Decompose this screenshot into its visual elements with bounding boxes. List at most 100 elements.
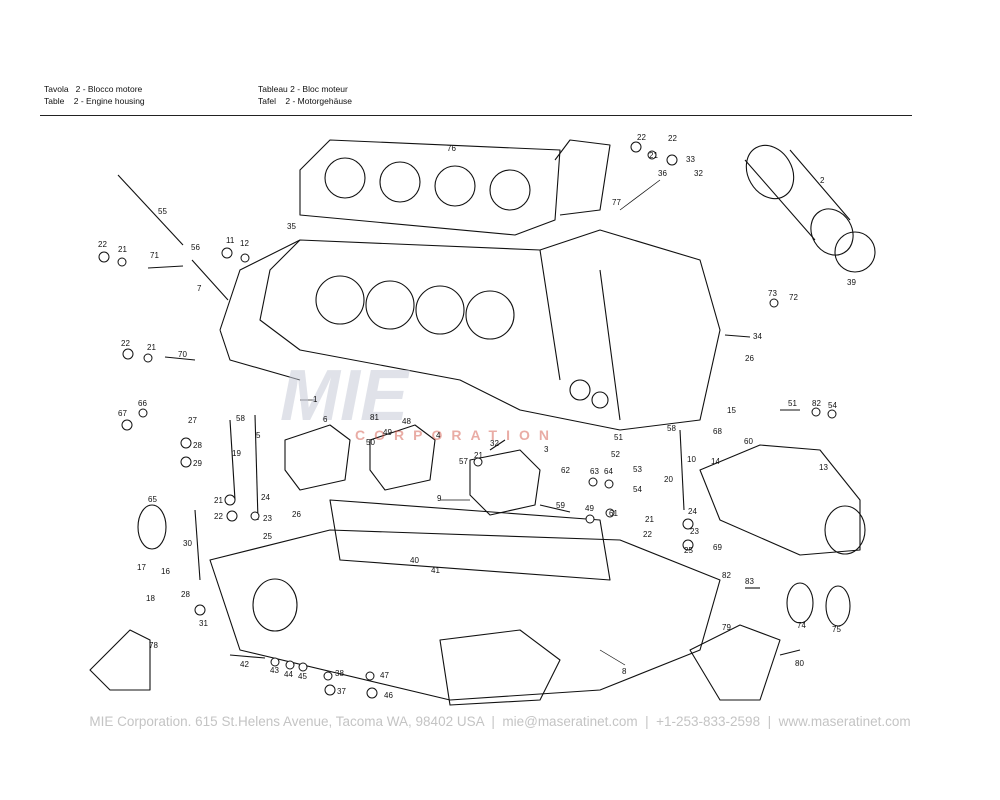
part-callout: 37 [337, 687, 346, 696]
part-callout: 49 [383, 428, 392, 437]
part-callout: 61 [609, 509, 618, 518]
header-title-italian: Tavola 2 - Blocco motore [44, 84, 143, 94]
part-callout: 16 [161, 567, 170, 576]
part-callout: 65 [148, 495, 157, 504]
part-callout: 64 [604, 467, 613, 476]
part-callout: 66 [138, 399, 147, 408]
part-callout: 26 [292, 510, 301, 519]
cylinder-liner [744, 144, 876, 273]
part-callout: 13 [819, 463, 828, 472]
part-callout: 19 [232, 449, 241, 458]
part-callout: 62 [561, 466, 570, 475]
part-callout: 21 [474, 451, 483, 460]
part-callout: 83 [745, 577, 754, 586]
part-callout: 23 [263, 514, 272, 523]
part-callout: 77 [612, 198, 621, 207]
part-callout: 6 [323, 415, 328, 424]
part-callout: 43 [270, 666, 279, 675]
bracket-78 [89, 629, 151, 691]
part-callout: 47 [380, 671, 389, 680]
timing-cover [699, 444, 866, 556]
studs-and-bolts [117, 174, 801, 659]
part-callout: 12 [240, 239, 249, 248]
part-callout: 14 [711, 457, 720, 466]
part-callout: 21 [645, 515, 654, 524]
part-callout: 55 [158, 207, 167, 216]
part-callout: 22 [214, 512, 223, 521]
part-callout: 70 [178, 350, 187, 359]
part-callout: 63 [590, 467, 599, 476]
part-callout: 74 [797, 621, 806, 630]
part-callout: 22 [637, 133, 646, 142]
part-callout: 4 [436, 431, 441, 440]
part-callout: 2 [820, 176, 825, 185]
part-callout: 51 [614, 433, 623, 442]
part-callout: 22 [98, 240, 107, 249]
part-callout: 27 [188, 416, 197, 425]
part-callout: 56 [191, 243, 200, 252]
watermark-logo: MIE [280, 356, 410, 436]
part-callout: 58 [236, 414, 245, 423]
part-callout: 40 [410, 556, 419, 565]
part-callout: 32 [694, 169, 703, 178]
part-callout: 54 [633, 485, 642, 494]
bearing-caps [284, 424, 541, 516]
part-callout: 20 [664, 475, 673, 484]
part-callout: 48 [402, 417, 411, 426]
part-callout: 78 [149, 641, 158, 650]
part-callout: 3 [544, 445, 549, 454]
part-callout: 71 [150, 251, 159, 260]
part-callout: 82 [812, 399, 821, 408]
part-callout: 69 [713, 543, 722, 552]
seal-65 [137, 504, 167, 550]
part-callout: 53 [633, 465, 642, 474]
part-callout: 21 [214, 496, 223, 505]
part-callout: 46 [384, 691, 393, 700]
part-callout: 23 [690, 527, 699, 536]
part-callout: 68 [713, 427, 722, 436]
part-callout: 24 [688, 507, 697, 516]
part-callout: 15 [727, 406, 736, 415]
part-callout: 30 [183, 539, 192, 548]
part-callout: 5 [256, 431, 261, 440]
header-rule [40, 115, 912, 116]
seal-74 [786, 582, 814, 624]
oil-sump [209, 499, 721, 706]
part-callout: 34 [753, 332, 762, 341]
part-callout: 25 [263, 532, 272, 541]
part-callout: 76 [447, 144, 456, 153]
part-callout: 52 [611, 450, 620, 459]
part-callout: 58 [667, 424, 676, 433]
part-callout: 80 [795, 659, 804, 668]
part-callout: 49 [585, 504, 594, 513]
part-callout: 72 [789, 293, 798, 302]
part-callout: 73 [768, 289, 777, 298]
part-callout: 50 [366, 438, 375, 447]
part-callout: 10 [687, 455, 696, 464]
part-callout: 33 [686, 155, 695, 164]
part-callout: 22 [643, 530, 652, 539]
part-callout: 21 [118, 245, 127, 254]
head-gasket [299, 139, 611, 236]
part-callout: 8 [622, 667, 627, 676]
leader-lines [300, 179, 661, 666]
part-callout: 75 [832, 625, 841, 634]
part-callout: 32 [490, 439, 499, 448]
part-callout: 59 [556, 501, 565, 510]
part-callout: 29 [193, 459, 202, 468]
footer-contact: MIE Corporation. 615 St.Helens Avenue, T… [89, 714, 911, 729]
part-callout: 38 [335, 669, 344, 678]
part-callout: 28 [193, 441, 202, 450]
part-callout: 17 [137, 563, 146, 572]
part-callout: 60 [744, 437, 753, 446]
part-callout: 39 [847, 278, 856, 287]
header-title-german: Tafel 2 - Motorgehäuse [258, 96, 353, 106]
part-callout: 31 [199, 619, 208, 628]
part-callout: 51 [788, 399, 797, 408]
part-callout: 1 [313, 395, 318, 404]
washers-and-nuts [98, 141, 837, 699]
part-callout: 82 [722, 571, 731, 580]
part-callout: 41 [431, 566, 440, 575]
